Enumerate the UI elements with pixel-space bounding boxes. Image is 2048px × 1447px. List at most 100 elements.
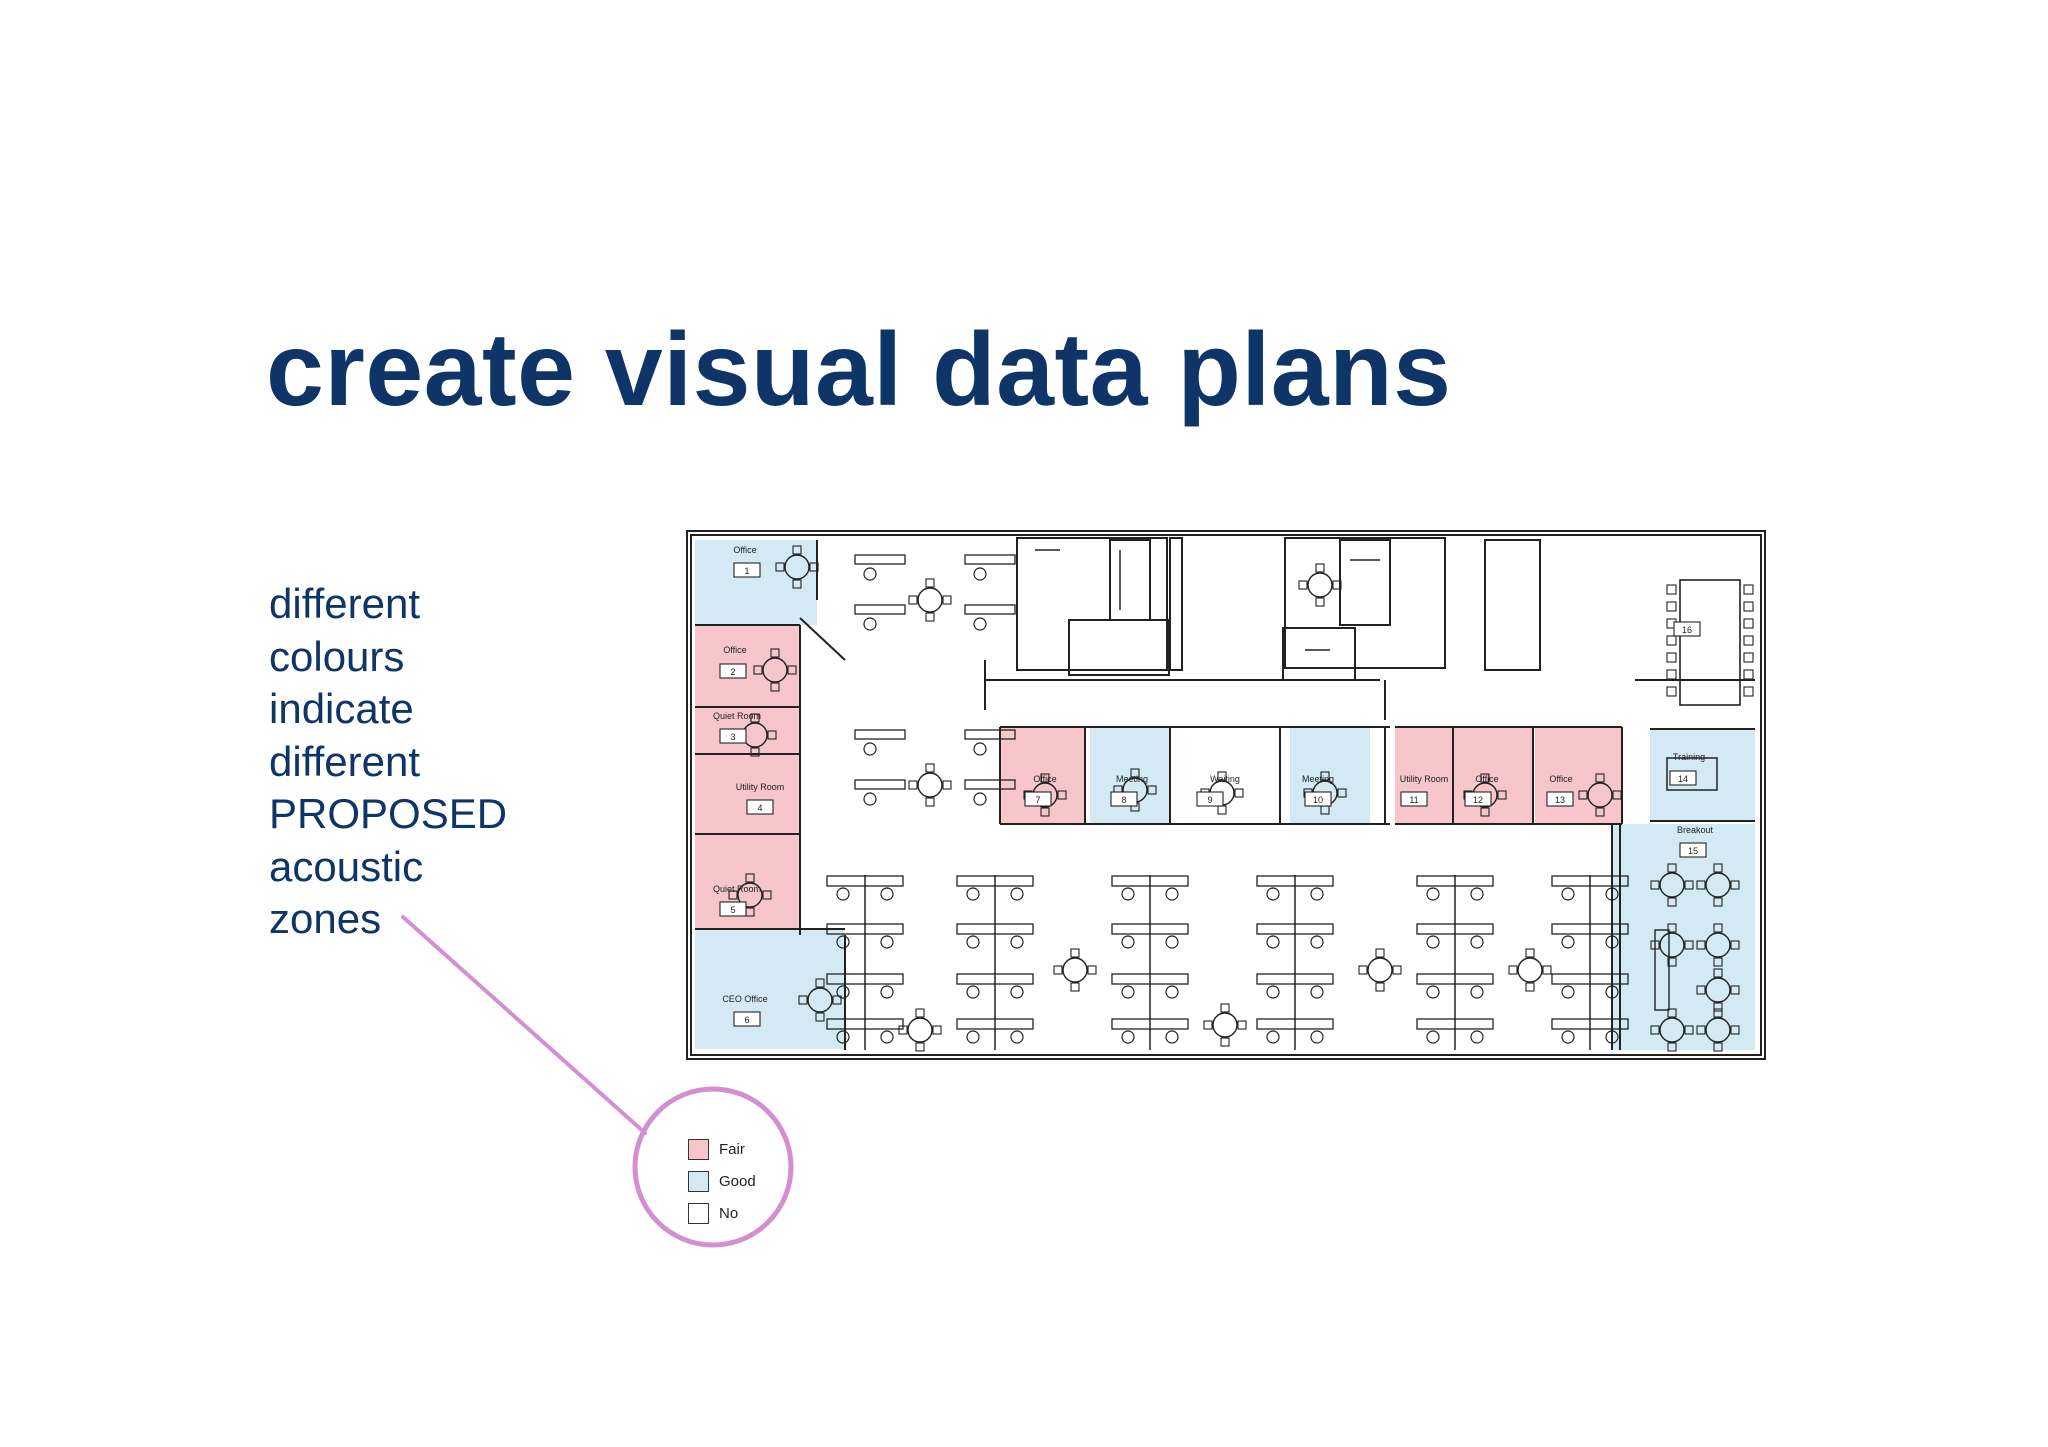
chair <box>770 648 780 658</box>
desk <box>964 554 1016 565</box>
chair <box>836 1030 850 1044</box>
core-block <box>1068 619 1170 676</box>
chair <box>1470 935 1484 949</box>
desk <box>854 554 906 565</box>
zone-fill <box>695 625 800 707</box>
chair <box>1266 985 1280 999</box>
chair <box>1713 863 1723 873</box>
training-table <box>1666 757 1718 791</box>
chair <box>1696 940 1706 950</box>
description-line: PROPOSED <box>269 790 508 837</box>
chair <box>836 985 850 999</box>
chair <box>1010 1030 1024 1044</box>
chair <box>1266 935 1280 949</box>
chair <box>762 890 772 900</box>
room-number: 1 <box>744 566 749 576</box>
room-label: Meeting <box>1116 774 1148 784</box>
chair <box>815 978 825 988</box>
legend: Fair Good No <box>688 1133 756 1229</box>
chair <box>915 1042 925 1052</box>
core-block <box>1282 627 1356 681</box>
chair <box>1743 618 1754 629</box>
chair <box>1470 985 1484 999</box>
round-table <box>1659 872 1685 898</box>
chair <box>792 545 802 555</box>
callout-circle <box>632 1086 794 1248</box>
chair <box>1666 584 1677 595</box>
room-number-box <box>1110 791 1138 807</box>
desk <box>854 779 906 790</box>
chair <box>1666 652 1677 663</box>
legend-label: Good <box>719 1172 756 1190</box>
bench <box>1654 929 1670 1011</box>
chair <box>809 562 819 572</box>
chair <box>1266 887 1280 901</box>
round-table <box>907 1017 933 1043</box>
slide-title: create visual data plans <box>266 312 1452 428</box>
chair <box>1375 948 1385 958</box>
chair <box>1667 1008 1677 1018</box>
room-label: Quiet Room <box>713 884 761 894</box>
chair <box>973 742 987 756</box>
chair <box>973 617 987 631</box>
zone-fill <box>1090 727 1170 824</box>
room-number-box <box>746 799 774 815</box>
chair <box>775 562 785 572</box>
chair <box>1667 957 1677 967</box>
chair <box>1666 669 1677 680</box>
chair <box>1605 887 1619 901</box>
chair <box>792 579 802 589</box>
chair <box>1217 805 1227 815</box>
chair <box>1525 948 1535 958</box>
round-table <box>1587 782 1613 808</box>
chair <box>1147 785 1157 795</box>
wall <box>799 617 846 661</box>
room-label: Quiet Room <box>713 711 761 721</box>
zone-fill <box>1453 727 1533 824</box>
round-table <box>784 554 810 580</box>
chair <box>1315 597 1325 607</box>
room-label: Breakout <box>1677 825 1714 835</box>
chair <box>880 985 894 999</box>
legend-swatch <box>688 1170 709 1192</box>
zone-fill <box>695 707 800 754</box>
description-line: different <box>269 737 420 785</box>
chair <box>1470 1030 1484 1044</box>
chair <box>1497 790 1507 800</box>
core-block <box>1016 537 1168 671</box>
room-label: Office <box>1549 774 1572 784</box>
room-number: 8 <box>1121 795 1126 805</box>
chair <box>1010 985 1024 999</box>
round-table <box>1705 932 1731 958</box>
chair <box>966 887 980 901</box>
zone-fill <box>1535 727 1623 824</box>
room-number-box <box>719 663 747 679</box>
room-number-box <box>733 1011 761 1027</box>
chair <box>1730 985 1740 995</box>
chair <box>1165 935 1179 949</box>
chair <box>1315 563 1325 573</box>
round-table <box>1212 1012 1238 1038</box>
chair <box>1508 965 1518 975</box>
chair <box>767 730 777 740</box>
room-label: CEO Office <box>722 994 767 1004</box>
chair <box>1070 982 1080 992</box>
room-number: 11 <box>1409 795 1418 805</box>
chair <box>1220 1037 1230 1047</box>
chair <box>863 617 877 631</box>
chair <box>750 747 760 757</box>
chair <box>1696 985 1706 995</box>
chair <box>1057 790 1067 800</box>
chair <box>1121 985 1135 999</box>
furniture <box>728 545 1754 1052</box>
chair <box>745 873 755 883</box>
chair <box>1666 635 1677 646</box>
chair <box>915 1008 925 1018</box>
chair <box>908 595 918 605</box>
chair <box>1220 1003 1230 1013</box>
chair <box>1203 1020 1213 1030</box>
chair <box>1010 887 1024 901</box>
room-label: Utility Room <box>736 782 785 792</box>
room-number-box <box>719 901 747 917</box>
room-number: 2 <box>730 667 735 677</box>
